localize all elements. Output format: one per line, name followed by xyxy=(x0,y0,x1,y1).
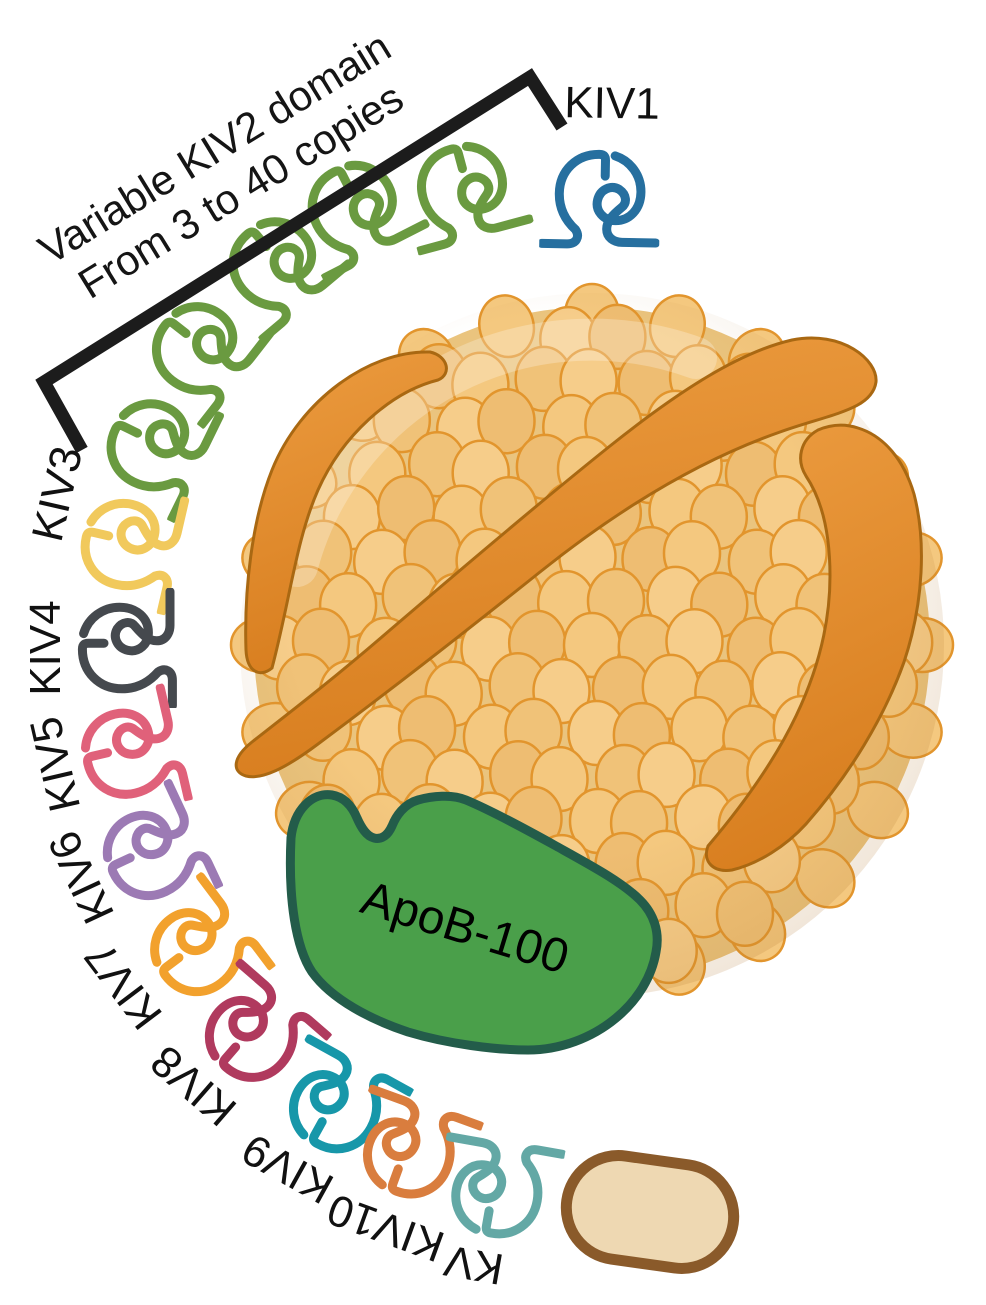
apob-100-blob xyxy=(285,790,662,1055)
label-kiv1: KIV1 xyxy=(563,78,661,129)
label-kv: KV xyxy=(440,1235,508,1294)
label-kiv4: KIV4 xyxy=(21,600,70,696)
kiv2-bracket xyxy=(35,68,568,454)
particle-sheen xyxy=(276,318,717,587)
ribbon-middle xyxy=(234,336,878,779)
ribbon-left xyxy=(244,350,448,674)
surface-ribbons xyxy=(234,336,923,872)
ribbon-right xyxy=(705,423,923,872)
kringle-kiv2 xyxy=(91,377,222,519)
kringle-kiv1 xyxy=(542,153,658,245)
protease-domain xyxy=(560,1150,740,1274)
